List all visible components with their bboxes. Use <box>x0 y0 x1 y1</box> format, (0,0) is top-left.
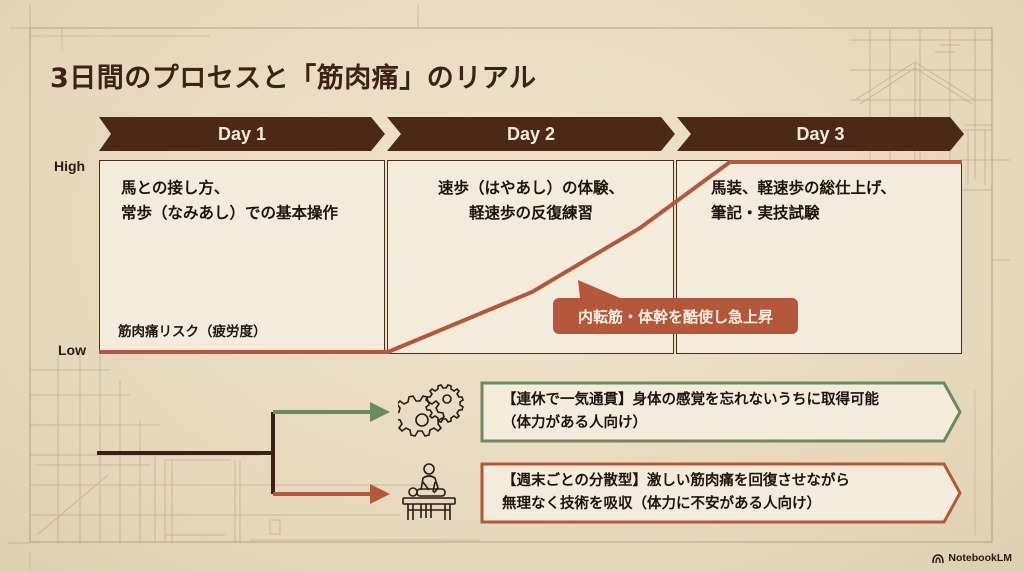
day-1-description: 馬との接し方、 常歩（なみあし）での基本操作 <box>121 179 339 222</box>
axis-low-label: Low <box>58 342 86 358</box>
annotation-callout: 内転筋・体幹を酷使し急上昇 <box>553 298 798 334</box>
day-2-description: 速歩（はやあし）の体験、 軽速歩の反復練習 <box>437 179 624 222</box>
day-3-label: Day 3 <box>796 123 845 144</box>
red-arrow-head <box>370 484 390 504</box>
day-3-description: 馬装、軽速歩の総仕上げ、 筆記・実技試験 <box>711 179 896 222</box>
day-1-label: Day 1 <box>217 123 267 144</box>
brand-watermark: NotebookLM <box>932 552 1012 564</box>
brand-name: NotebookLM <box>948 552 1012 564</box>
page-title: 3日間のプロセスと「筋肉痛」のリアル <box>50 63 537 94</box>
massage-icon <box>399 462 463 530</box>
notebooklm-logo-icon <box>932 554 945 563</box>
green-arrow-head <box>370 402 390 422</box>
option-weekend-text: 【週末ごとの分散型】激しい筋肉痛を回復させながら 無理なく技術を吸収（体力に不安… <box>502 473 850 512</box>
option-continuous-text: 【連休で一気通貫】身体の感覚を忘れないうちに取得可能 （体力がある人向け） <box>502 392 879 431</box>
gears-icon <box>393 384 464 448</box>
day-3-header: Day 3 <box>677 117 964 151</box>
axis-high-label: High <box>54 158 86 174</box>
option-weekend: 【週末ごとの分散型】激しい筋肉痛を回復させながら 無理なく技術を吸収（体力に不安… <box>480 462 962 524</box>
option-continuous: 【連休で一気通貫】身体の感覚を忘れないうちに取得可能 （体力がある人向け） <box>480 381 962 443</box>
callout-text: 内転筋・体幹を酷使し急上昇 <box>577 307 773 326</box>
day-2-header: Day 2 <box>387 117 675 151</box>
risk-series-label: 筋肉痛リスク（疲労度） <box>118 324 267 340</box>
day-2-label: Day 2 <box>506 123 556 144</box>
day-1-header: Day 1 <box>99 117 385 151</box>
